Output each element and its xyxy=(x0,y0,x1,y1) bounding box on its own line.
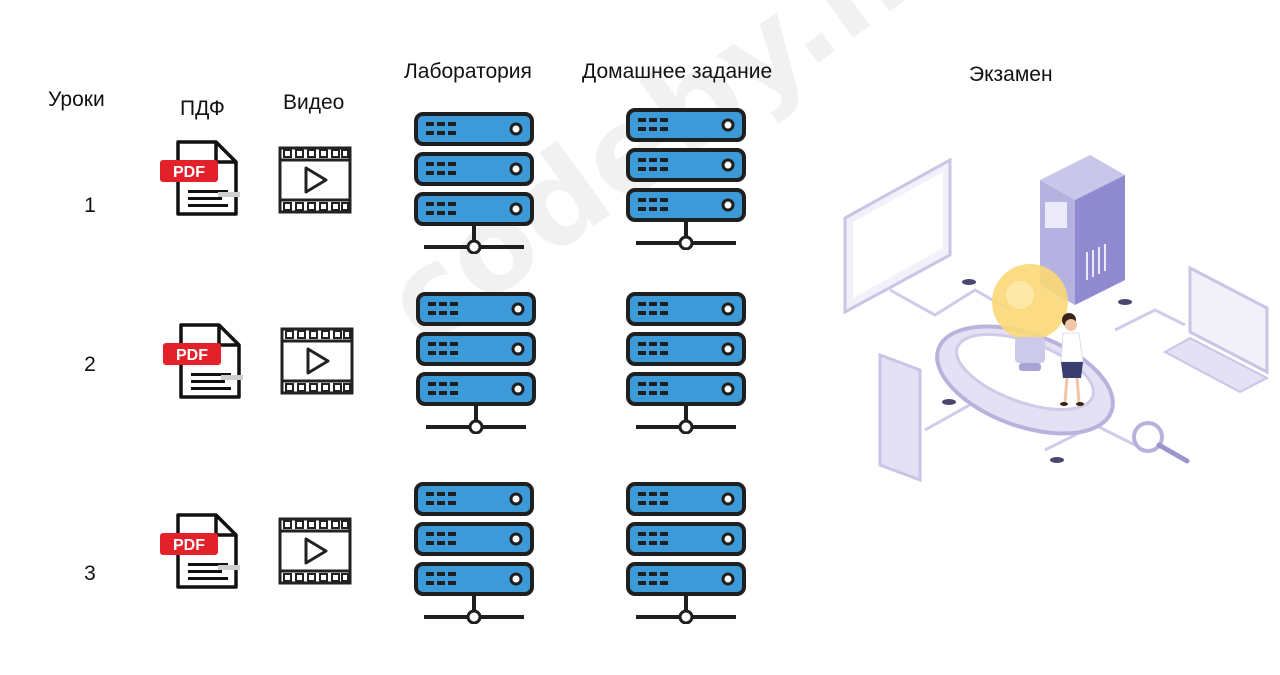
person-figure xyxy=(1060,313,1084,406)
header-homework: Домашнее задание xyxy=(582,60,773,83)
panel-left xyxy=(878,352,922,483)
pdf-badge-label: PDF xyxy=(173,164,205,181)
pdf-file-icon[interactable]: PDF xyxy=(161,323,247,403)
lesson-number: 3 xyxy=(84,562,96,585)
laptop-right xyxy=(1162,265,1270,394)
server-rack-icon[interactable] xyxy=(416,292,538,434)
header-video: Видео xyxy=(283,91,345,114)
server-rack-icon[interactable] xyxy=(414,112,536,254)
monitor-left xyxy=(843,157,952,315)
pdf-file-icon[interactable]: PDF xyxy=(158,140,244,220)
lesson-number: 1 xyxy=(84,194,96,217)
pdf-badge-label: PDF xyxy=(173,537,205,554)
video-film-icon[interactable] xyxy=(278,146,354,216)
pdf-file-icon[interactable]: PDF xyxy=(158,513,244,593)
server-rack-icon[interactable] xyxy=(414,482,536,624)
pdf-badge-label: PDF xyxy=(176,347,208,364)
exam-illustration xyxy=(843,155,1270,483)
video-film-icon[interactable] xyxy=(280,327,356,397)
lesson-number: 2 xyxy=(84,353,96,376)
header-lessons: Уроки xyxy=(48,88,105,111)
header-exam: Экзамен xyxy=(969,63,1053,86)
lightbulb-icon xyxy=(992,264,1068,371)
server-rack-icon[interactable] xyxy=(626,108,748,250)
magnifier-icon xyxy=(1132,421,1190,464)
header-lab: Лаборатория xyxy=(404,60,532,83)
server-rack-icon[interactable] xyxy=(626,482,748,624)
header-pdf: ПДФ xyxy=(180,97,225,120)
video-film-icon[interactable] xyxy=(278,517,354,587)
server-rack-icon[interactable] xyxy=(626,292,748,434)
